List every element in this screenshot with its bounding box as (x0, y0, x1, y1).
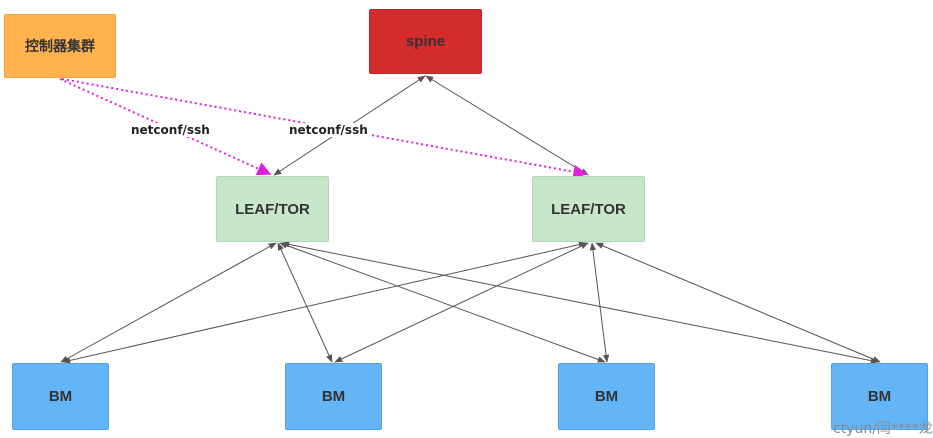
edge-label-netconf-1: netconf/ssh (129, 123, 212, 137)
link-leaf-2-bm-3 (589, 242, 610, 363)
link-leaf-1-bm-3 (279, 242, 606, 363)
edge-label-netconf-2: netconf/ssh (287, 123, 370, 137)
bm-node-1: BM (12, 363, 109, 430)
leaf-tor-node-1: LEAF/TOR (216, 176, 329, 242)
watermark: ctyun/闫****龙 (833, 421, 933, 437)
bm-node-2: BM (285, 363, 382, 430)
link-leaf-2-bm-4 (595, 242, 881, 363)
link-leaf-2-bm-1 (62, 241, 587, 364)
bm-node-3: BM (558, 363, 655, 430)
link-leaf-2-bm-2 (334, 242, 589, 363)
link-leaf-1-bm-1 (60, 242, 277, 363)
bm-node-4: BM (831, 363, 928, 430)
link-leaf-1-bm-4 (281, 241, 879, 364)
leaf-tor-node-2: LEAF/TOR (532, 176, 645, 242)
controller-cluster-node: 控制器集群 (4, 14, 116, 78)
spine-node: spine (369, 9, 482, 74)
link-spine-leaf-2 (425, 75, 589, 176)
